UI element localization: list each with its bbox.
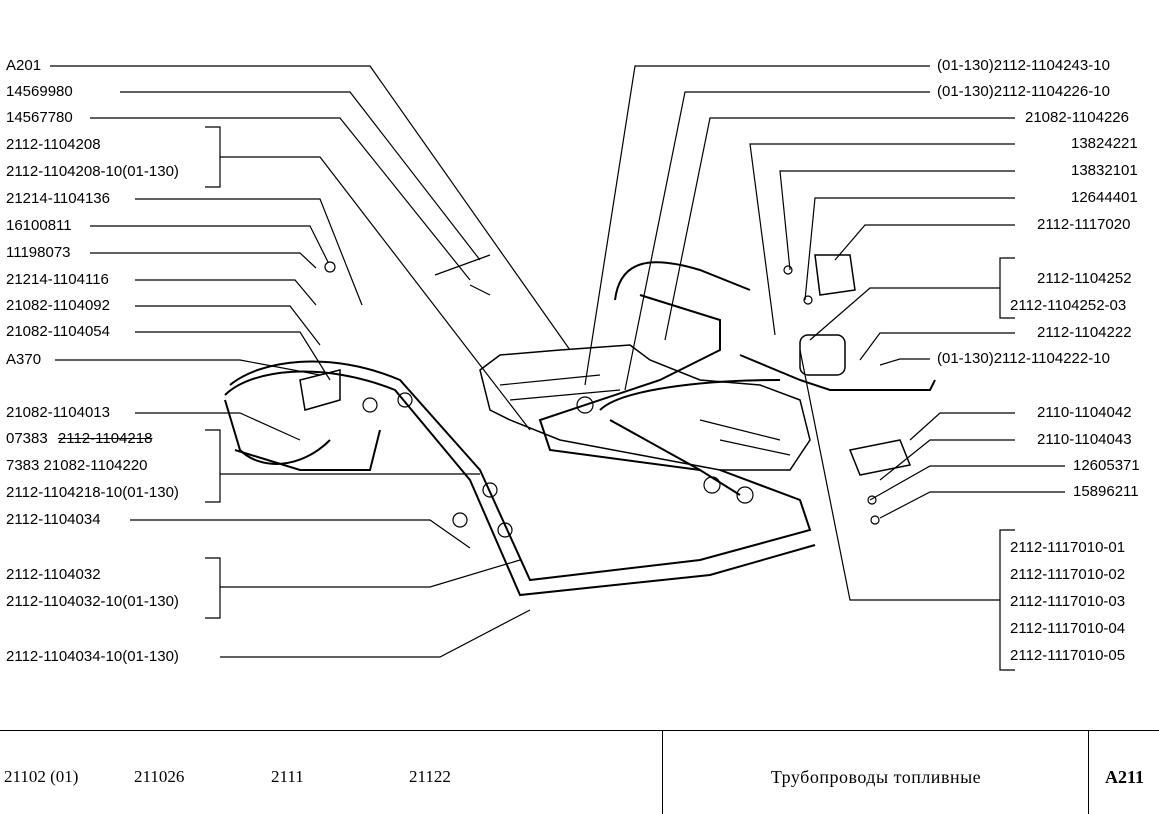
part-label: 13832101 [1071,162,1138,179]
leader-line [55,359,321,376]
part-label: (01-130)2112-1104222-10 [937,350,1110,367]
part-label: A370 [6,351,42,368]
leader-line [879,358,930,366]
leader-line [90,252,317,269]
title-block: 21102 (01) 211026 2111 21122 Трубопровод… [0,730,1159,814]
fuel-pipe [229,360,812,582]
part-label: 15896211 [1073,483,1139,500]
part-label: 21214-1104136 [6,190,110,207]
leader-line [90,225,329,263]
part-label: 12605371 [1073,457,1140,474]
leader-line [135,331,331,381]
part-label: 2112-1104252 [1037,270,1132,287]
part-label: 2112-1104032-10(01-130) [6,593,179,610]
part-label: 14567780 [6,109,73,126]
part-label: 21214-1104116 [6,271,109,288]
part-label: 2112-1104208-10(01-130) [6,163,179,180]
fuel-lines-diagram: A201 14569980 14567780 2112-1104208 2112… [6,57,1140,671]
drawing-code: A211 [1104,767,1144,787]
leader-line [50,65,571,351]
leader-line [879,439,1015,481]
filter-clamp [814,254,856,296]
part-label: 2112-1104208 [6,136,101,153]
part-label: 11198073 [6,244,71,261]
leader-line [869,465,1065,501]
leader-line [664,117,1015,341]
title-cell: Трубопроводы топливные [662,731,1089,814]
leader-line [220,609,531,658]
leader-line [135,412,301,441]
model-code: 21102 (01) [4,767,79,786]
part-label: 2112-1117010-04 [1010,620,1126,637]
leader-line [135,279,317,306]
leader-line [205,557,521,619]
part-label-struck: 2112-1104218 [57,430,153,447]
leader-line [205,126,531,431]
part-label: 21082-1104013 [6,404,110,421]
model-code: 211026 [134,767,185,786]
model-code: 2111 [271,767,304,786]
leader-line [130,519,471,549]
model-code: 21122 [409,767,451,786]
drawing-title: Трубопроводы топливные [770,767,982,787]
leader-line [749,143,1015,336]
fuel-pipe [538,294,721,471]
fuel-pipe [609,419,741,496]
leader-line [135,198,363,306]
leader-line [90,117,471,281]
fuel-pipe [599,379,781,411]
leader-line [809,257,1015,341]
diagram-drawing [50,65,1065,671]
part-label: 13824221 [1071,135,1138,152]
part-label: 2112-1117010-05 [1010,647,1126,664]
part-label: 7383 21082-1104220 [6,457,148,474]
fuel-pipe [739,354,936,391]
part-label: A201 [6,57,42,74]
part-label: 2112-1104218-10(01-130) [6,484,179,501]
pipe-holder [848,439,912,476]
leader-line [804,197,1015,301]
leader-line [879,491,1065,519]
fuel-pipe [224,370,816,597]
part-label: 07383 2112-1104218 [6,430,152,448]
part-label: 21082-1104054 [6,323,110,340]
fuel-pipe [614,261,751,301]
leader-line [834,224,1015,261]
part-label: (01-130)2112-1104243-10 [937,57,1110,74]
part-label: 16100811 [6,217,72,234]
part-label: 2112-1117010-02 [1010,566,1126,583]
part-label: 21082-1104092 [6,297,110,314]
fuel-pipe [234,429,381,471]
part-label: 2112-1104034 [6,511,101,528]
part-label: 21082-1104226 [1025,109,1129,126]
leader-line [909,412,1015,441]
leader-line [779,170,1015,271]
part-label: 2112-1104252-03 [1010,297,1127,314]
leader-line [624,91,930,391]
leader-line [859,332,1015,361]
fuel-filter [799,334,846,376]
fuel-tank [479,344,811,471]
leader-line [799,349,1015,671]
part-label: 2112-1117020 [1037,216,1131,233]
leader-line [205,429,480,503]
code-cell: A211 [1088,731,1159,814]
part-label: 12644401 [1071,189,1138,206]
leader-line [135,305,321,346]
fuel-pipe [224,399,331,465]
part-label: (01-130)2112-1104226-10 [937,83,1110,100]
part-label: 2110-1104043 [1037,431,1132,448]
part-label: 2112-1104032 [6,566,101,583]
leader-line [120,91,481,261]
part-label: 2112-1117010-03 [1010,593,1126,610]
part-label: 2112-1104222 [1037,324,1132,341]
part-label: 2110-1104042 [1037,404,1132,421]
leader-line [584,65,930,386]
part-label: 2112-1104034-10(01-130) [6,648,179,665]
models-cell: 21102 (01) 211026 2111 21122 [0,731,662,814]
part-label-code: 07383 [6,430,48,447]
part-label: 2112-1117010-01 [1010,539,1126,556]
part-label: 14569980 [6,83,73,100]
